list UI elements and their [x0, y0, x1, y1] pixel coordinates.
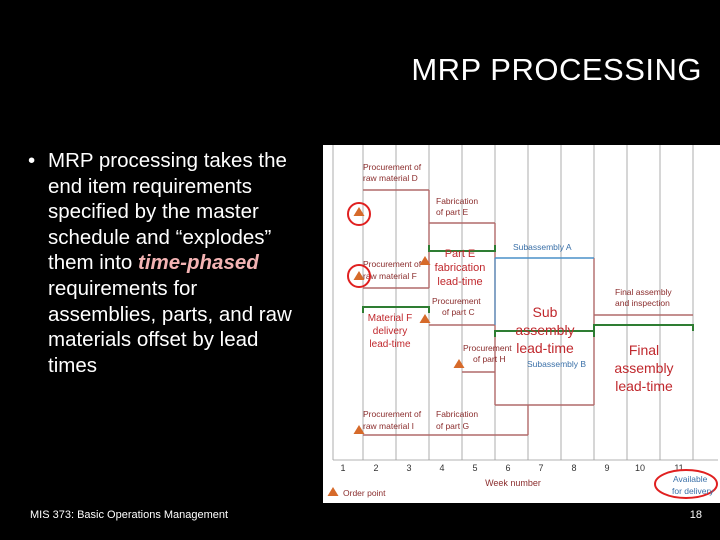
- label-proc-f-1: Procurement of: [363, 259, 422, 269]
- bracket-material-f: [362, 306, 430, 313]
- mrp-timeline-svg: Procurement of raw material D Fabricatio…: [327, 145, 718, 499]
- label-subassembly-b: Subassembly B: [527, 359, 586, 369]
- week-tick: 11: [674, 463, 683, 473]
- label-proc-f-2: raw material F: [363, 271, 417, 281]
- order-point-label: Order point: [343, 488, 386, 498]
- order-point-legend: Order point: [327, 487, 386, 498]
- week-tick: 9: [604, 463, 609, 473]
- label-subassembly-a: Subassembly A: [513, 242, 572, 252]
- bracket-final-assembly: [593, 324, 694, 331]
- label-final-2: and inspection: [615, 298, 670, 308]
- overlay-mat-f-2: delivery: [373, 326, 407, 337]
- available-label: Available for delivery: [672, 474, 714, 496]
- label-fab-e-2: of part E: [436, 207, 468, 217]
- order-point-icon: [327, 487, 339, 496]
- week-tick: 3: [406, 463, 411, 473]
- label-proc-i-2: raw material I: [363, 421, 414, 431]
- overlay-sub-3: lead-time: [516, 340, 574, 356]
- bracket-subassembly: [494, 330, 595, 337]
- available-line-2: for delivery: [672, 486, 714, 496]
- label-proc-h-1: Procurement: [463, 343, 512, 353]
- overlay-mat-f-3: lead-time: [369, 339, 411, 350]
- label-proc-c-2: of part C: [442, 307, 475, 317]
- lead-time-brackets: [362, 245, 694, 337]
- overlay-final-1: Final: [629, 342, 659, 358]
- overlay-final-3: lead-time: [615, 378, 673, 394]
- label-proc-h-2: of part H: [473, 354, 506, 364]
- slide-title: MRP PROCESSING: [411, 52, 702, 87]
- bullet-body: MRP processing takes the end item requir…: [28, 148, 300, 378]
- overlay-part-e-3: lead-time: [437, 276, 482, 288]
- label-proc-d-2: raw material D: [363, 173, 418, 183]
- highlight-ellipse: [654, 469, 718, 499]
- label-fab-e-1: Fabrication: [436, 196, 478, 206]
- week-tick: 1: [340, 463, 345, 473]
- overlay-part-e-1: Part E: [445, 248, 476, 260]
- footer-text: MIS 373: Basic Operations Management: [30, 509, 229, 521]
- label-proc-d-1: Procurement of: [363, 162, 422, 172]
- label-proc-i-1: Procurement of: [363, 409, 422, 419]
- overlay-sub-1: Sub: [533, 304, 558, 320]
- page-number: 18: [689, 509, 702, 521]
- label-final-1: Final assembly: [615, 287, 672, 297]
- week-tick: 6: [505, 463, 510, 473]
- week-number-label: Week number: [485, 478, 541, 488]
- label-proc-c-1: Procurement: [432, 296, 481, 306]
- mrp-timeline-diagram: Procurement of raw material D Fabricatio…: [323, 145, 720, 503]
- highlight-circles: [347, 202, 718, 499]
- available-line-1: Available: [673, 474, 708, 484]
- overlay-sub-2: assembly: [515, 322, 574, 338]
- week-tick: 8: [571, 463, 576, 473]
- overlay-mat-f-1: Material F: [368, 313, 412, 324]
- week-tick: 7: [538, 463, 543, 473]
- bullet-prefix: MRP processing takes the end item requir…: [48, 149, 287, 275]
- highlight-circle: [347, 264, 371, 288]
- order-point-icon: [453, 359, 465, 368]
- overlay-final-2: assembly: [614, 360, 673, 376]
- highlight-circle: [347, 202, 371, 226]
- week-tick: 2: [373, 463, 378, 473]
- week-tick: 4: [439, 463, 444, 473]
- bullet-dot: •: [28, 149, 36, 172]
- week-axis: 1 2 3 4 5 6 7 8 9 10 11: [340, 463, 683, 473]
- bullet-suffix: requirements for assemblies, parts, and …: [48, 276, 292, 377]
- week-tick: 10: [635, 463, 645, 473]
- bracket-part-e: [428, 245, 496, 252]
- label-fab-g-2: of part G: [436, 421, 469, 431]
- overlay-part-e-2: fabrication: [435, 262, 486, 274]
- bullet-text: • MRP processing takes the end item requ…: [28, 148, 300, 378]
- bullet-emphasis: time-phased: [138, 251, 259, 275]
- label-fab-g-1: Fabrication: [436, 409, 478, 419]
- week-tick: 5: [472, 463, 477, 473]
